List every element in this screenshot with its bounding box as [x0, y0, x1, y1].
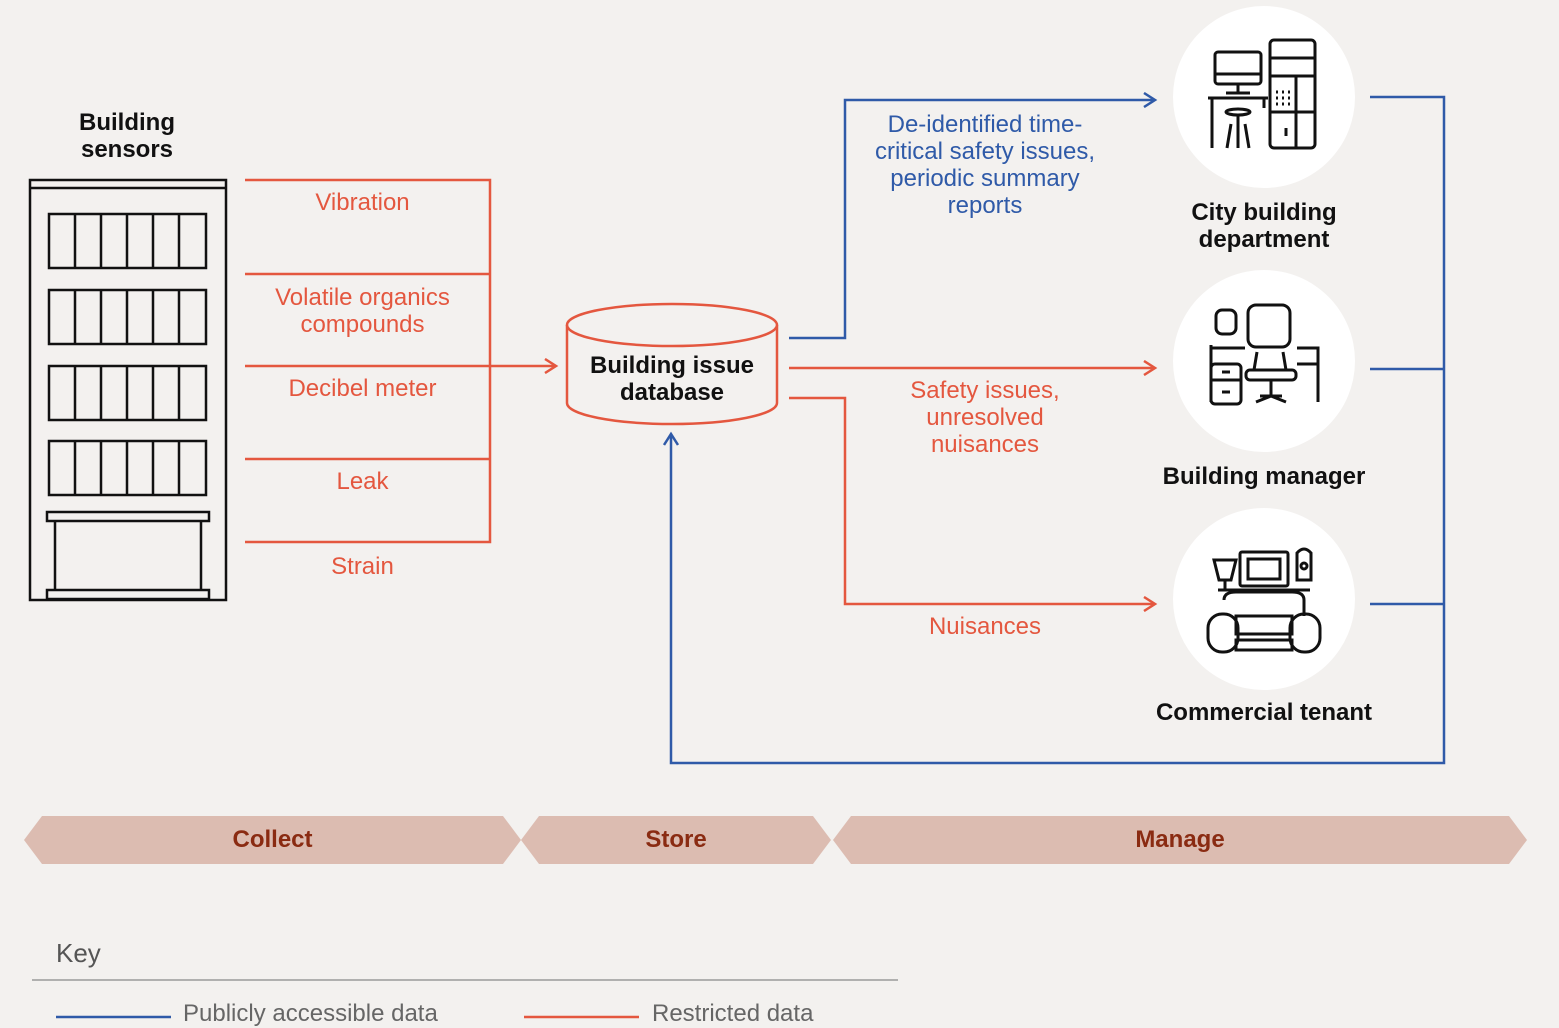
feedback-loop-line — [671, 95, 1446, 765]
key-title: Key — [56, 938, 101, 968]
flow-label-tenant: Nuisances — [928, 613, 1042, 640]
sensor-label-decibel: Decibel meter — [288, 375, 437, 402]
stage-store-shape — [521, 816, 831, 864]
recipient-label-city: City building department — [1191, 199, 1337, 253]
sensor-label-vibration: Vibration — [315, 189, 410, 216]
flow-label-manager: Safety issues, unresolved nuisances — [910, 377, 1060, 458]
stage-label-collect: Collect — [232, 826, 313, 853]
sensor-lines — [245, 178, 556, 544]
database-icon — [565, 302, 779, 426]
database-label: Building issue database — [589, 352, 754, 406]
office-chair-icon — [1209, 303, 1320, 406]
stage-banner — [24, 816, 1527, 864]
sensor-label-leak: Leak — [336, 468, 389, 495]
key-public-label: Publicly accessible data — [183, 1000, 438, 1027]
stage-label-manage: Manage — [1135, 826, 1225, 853]
flow-to-tenant-line — [789, 396, 1155, 604]
sofa-tv-icon — [1206, 547, 1322, 654]
sensor-label-voc: Volatile organics compounds — [275, 284, 450, 338]
sensor-label-strain: Strain — [331, 553, 394, 580]
stage-manage-shape — [833, 816, 1527, 864]
building-sensors-title: Building sensors — [79, 109, 175, 163]
key-restricted-label: Restricted data — [652, 1000, 814, 1027]
stage-label-store: Store — [645, 826, 707, 853]
stage-collect-shape — [24, 816, 521, 864]
desk-computer-icon — [1208, 38, 1317, 150]
building-icon — [28, 178, 228, 602]
flow-label-city: De-identified time-critical safety issue… — [874, 111, 1096, 219]
recipient-label-manager: Building manager — [1162, 463, 1366, 490]
recipient-label-tenant: Commercial tenant — [1155, 699, 1373, 726]
flow-to-city-line — [789, 100, 1155, 340]
